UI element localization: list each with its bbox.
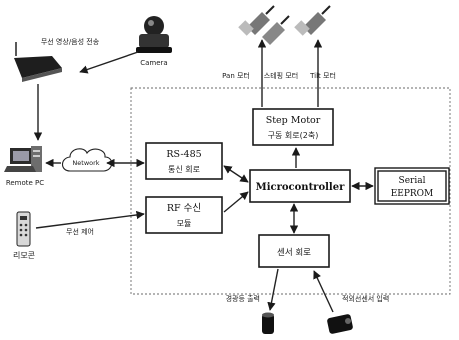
step-motor-line1: Step Motor (266, 115, 321, 126)
edge-camera-router (80, 52, 138, 72)
rs485-line2: 통신 회로 (168, 165, 200, 174)
zoom-motor-label: 스테핑 모터 (264, 71, 298, 80)
edge-rf-mcu (224, 192, 248, 212)
edge-sensor-speaker (270, 269, 278, 310)
rf-line1: RF 수신 (167, 203, 201, 214)
edge-label-remote-rf: 무선 제어 (66, 227, 94, 236)
tilt-motor-label: Tilt 모터 (309, 71, 336, 80)
computer-icon (4, 146, 42, 172)
network-label: Network (72, 159, 99, 167)
edge-rs485-mcu (224, 166, 248, 182)
remote-control-icon (17, 212, 30, 246)
rs485-line1: RS-485 (166, 149, 201, 160)
router-icon (14, 42, 62, 82)
tilt-motor-icon (294, 6, 330, 36)
edge-label-camera-router: 무선 영상/음성 전송 (41, 37, 100, 46)
rf-line2: 모듈 (177, 219, 192, 228)
step-motor-line2: 구동 회로(2축) (268, 131, 319, 140)
camera-label: Camera (140, 59, 167, 67)
remote-pc-label: Remote PC (6, 179, 44, 187)
eeprom-line2: EEPROM (391, 189, 434, 199)
edge-remote-rf (36, 214, 144, 228)
remote-control-label: 리모콘 (13, 251, 35, 260)
sensor-icon (327, 314, 354, 335)
pan-motor-label: Pan 모터 (222, 71, 250, 80)
edge-label-sensor-speaker: 경광등 출력 (226, 294, 260, 303)
camera-icon (136, 16, 172, 53)
edge-ir-sensor (314, 271, 333, 312)
edge-label-ir-sensor: 적외선센서 입력 (342, 294, 389, 303)
eeprom-line1: Serial (399, 176, 426, 186)
mcu-label: Microcontroller (256, 182, 345, 193)
sensor-label: 센서 회로 (277, 247, 311, 258)
speaker-icon (262, 313, 274, 335)
